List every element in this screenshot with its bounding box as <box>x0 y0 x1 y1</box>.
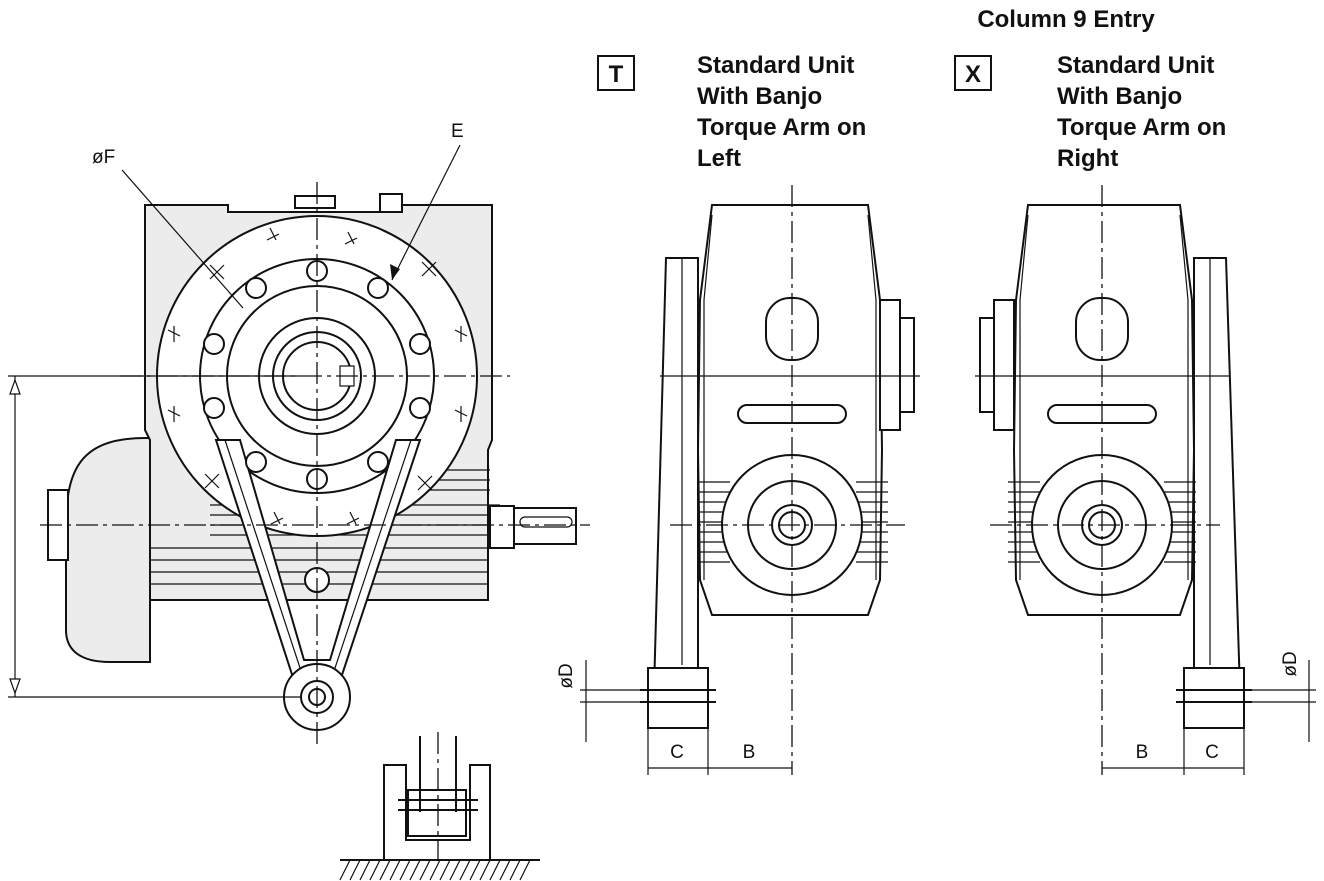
t-fins-right <box>856 481 888 563</box>
motor-body <box>65 437 151 663</box>
option-x-line-3: Torque Arm on <box>1057 114 1226 141</box>
front-view: øF E <box>8 121 590 881</box>
label-phi-f: øF <box>92 147 115 168</box>
option-x-line-2: With Banjo <box>1057 83 1182 110</box>
torque-arm-inner-edge <box>224 439 412 684</box>
t-label-phi-d: øD <box>556 663 577 688</box>
option-t-box <box>597 55 635 91</box>
t-arm-foot <box>647 667 709 729</box>
t-label-b: B <box>743 742 756 763</box>
label-e: E <box>451 121 464 142</box>
side-view-t: øD C B <box>556 185 920 775</box>
flange-bolts <box>203 260 431 490</box>
shaft-keyway <box>519 516 573 528</box>
flange-holes <box>167 227 468 525</box>
leader-phi-f <box>121 169 244 309</box>
x-left-hub <box>979 317 995 413</box>
x-arm-foot <box>1183 667 1245 729</box>
column-heading: Column 9 Entry <box>977 6 1155 33</box>
option-x-line-4: Right <box>1057 145 1118 172</box>
x-housing-edges <box>1019 214 1189 580</box>
option-x-code: X <box>965 61 981 88</box>
t-right-hub <box>899 317 915 413</box>
x-left-flange <box>993 299 1015 431</box>
option-x-box <box>954 55 992 91</box>
t-torque-arm <box>652 257 699 691</box>
housing-top-plug <box>379 193 403 213</box>
x-label-b: B <box>1136 742 1149 763</box>
option-t-code: T <box>609 61 624 88</box>
option-t-line-4: Left <box>697 145 741 172</box>
option-t-line-2: With Banjo <box>697 83 822 110</box>
x-label-phi-d: øD <box>1280 651 1301 676</box>
option-t-line-3: Torque Arm on <box>697 114 866 141</box>
x-torque-arm <box>1193 257 1242 691</box>
option-t-line-1: Standard Unit <box>697 52 854 79</box>
t-label-c: C <box>670 742 684 763</box>
height-dim-arrows <box>9 378 21 695</box>
t-right-flange <box>879 299 901 431</box>
t-fins-left <box>698 481 730 563</box>
housing-top-boss <box>294 195 336 209</box>
x-fins-right <box>1164 481 1196 563</box>
leader-e-arrow <box>390 264 400 280</box>
input-shaft <box>513 507 577 545</box>
mount-block <box>407 789 467 837</box>
x-label-c: C <box>1205 742 1219 763</box>
ground-hatch <box>339 859 531 881</box>
leader-e <box>391 144 461 281</box>
side-view-x: øD B C <box>975 185 1316 775</box>
input-shaft-collar <box>489 505 515 549</box>
option-x-line-1: Standard Unit <box>1057 52 1214 79</box>
t-housing-edges <box>703 214 877 580</box>
x-fins-left <box>1008 481 1040 563</box>
